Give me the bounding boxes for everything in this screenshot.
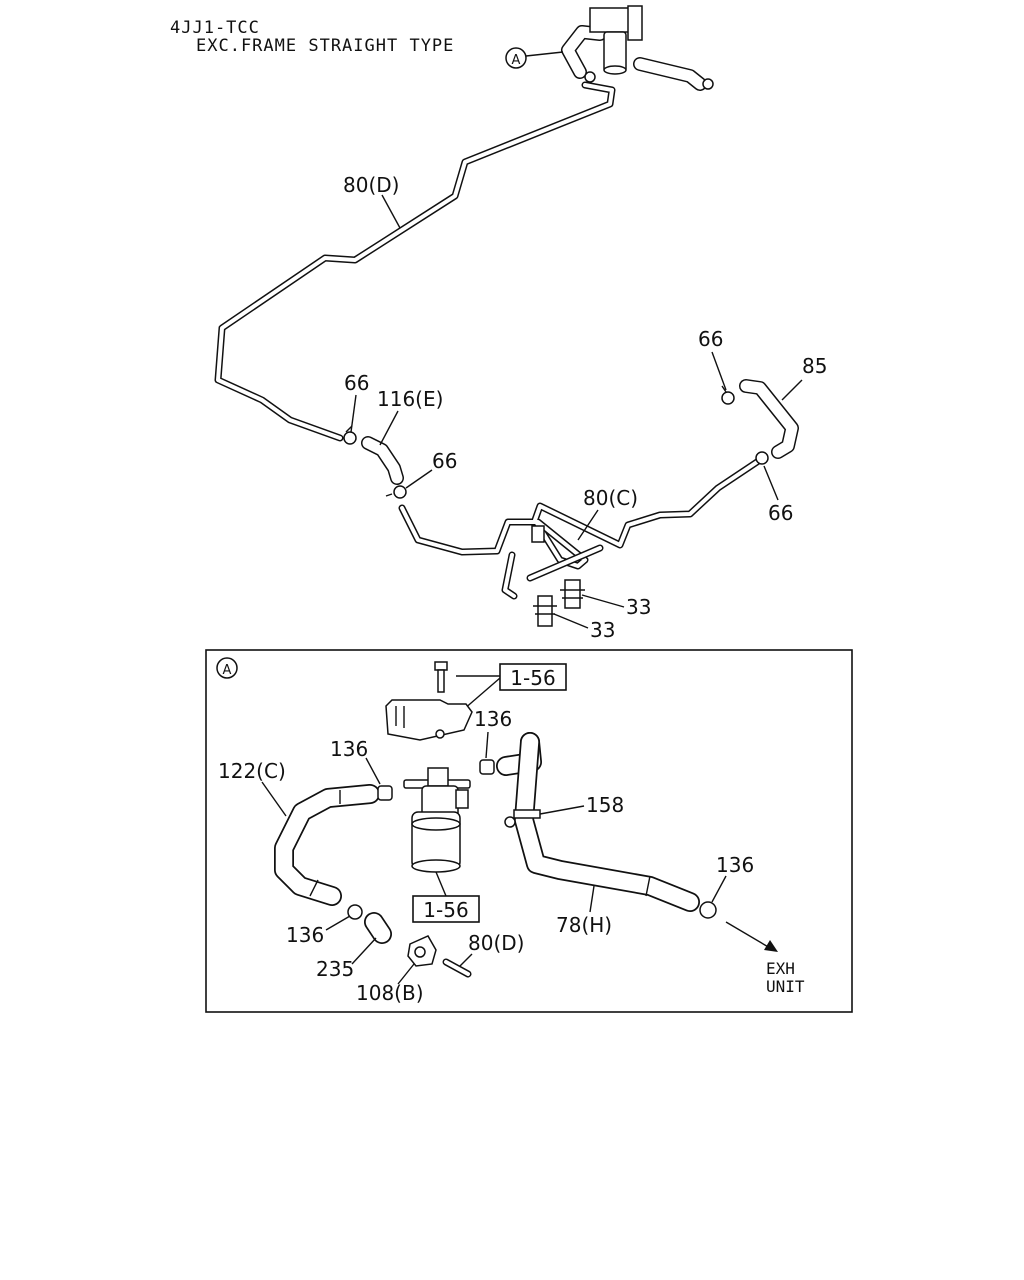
clamp-66-left — [343, 425, 357, 445]
label-136-c: 136 — [286, 923, 324, 947]
pipe-joint — [531, 525, 545, 543]
solenoid-valve — [403, 767, 471, 873]
label-exh: EXH — [766, 959, 795, 978]
label-80c: 80(C) — [583, 486, 638, 510]
hose-116e — [361, 436, 404, 485]
clamp-136-a — [377, 785, 393, 801]
reference-box-bottom: 1-56 — [412, 871, 480, 923]
reference-marker-a — [505, 47, 527, 69]
label-136-d: 136 — [716, 853, 754, 877]
clamp-66-top-right — [721, 385, 735, 405]
clamp-136-d — [699, 901, 717, 919]
valve-assembly-top: A — [505, 5, 714, 91]
bracket-33-upper — [560, 579, 585, 609]
pipe-80c — [398, 456, 764, 600]
detail-inset-frame — [205, 649, 853, 1013]
hose-78h — [496, 732, 700, 912]
exhaust-flow-arrow — [725, 921, 778, 952]
label-66-right: 66 — [768, 501, 793, 525]
label-235: 235 — [316, 957, 354, 981]
label-108b: 108(B) — [356, 981, 424, 1005]
clip-108b — [407, 935, 437, 967]
label-unit: UNIT — [766, 977, 805, 996]
label-136-a: 136 — [330, 737, 368, 761]
upper-labels: 80(D) 66 116(E) 66 80(C) 66 85 66 33 33 — [343, 173, 827, 642]
svg-text:A: A — [223, 663, 232, 678]
svg-text:A: A — [512, 53, 521, 68]
svg-text:1-56: 1-56 — [510, 666, 555, 690]
bracket-33-lower — [533, 595, 557, 627]
label-66-left: 66 — [344, 371, 369, 395]
hose-85 — [739, 379, 799, 459]
clamp-66-mid — [385, 485, 407, 499]
label-122c: 122(C) — [218, 759, 286, 783]
label-66-top-right: 66 — [698, 327, 723, 351]
pipe-end-80d — [442, 958, 472, 978]
variant-note: EXC.FRAME STRAIGHT TYPE — [196, 36, 455, 56]
mounting-bracket — [385, 699, 473, 741]
label-85: 85 — [802, 354, 827, 378]
inset-labels: 136 136 122(C) 158 136 136 235 108(B) 80… — [218, 707, 805, 1005]
hose-122c — [274, 784, 380, 906]
svg-text:1-56: 1-56 — [423, 898, 468, 922]
label-158: 158 — [586, 793, 624, 817]
label-66-mid: 66 — [432, 449, 457, 473]
clamp-66-right — [755, 451, 769, 465]
mounting-bolt — [434, 661, 448, 693]
clamp-136-c — [347, 904, 363, 920]
label-116e: 116(E) — [377, 387, 443, 411]
label-136-b: 136 — [474, 707, 512, 731]
inset-marker-a — [216, 657, 238, 679]
label-33-lower: 33 — [590, 618, 615, 642]
label-80d-top: 80(D) — [343, 173, 399, 197]
label-80d-inset: 80(D) — [468, 931, 524, 955]
label-33-upper: 33 — [626, 595, 651, 619]
pipe-80d — [214, 81, 616, 442]
clamp-136-b — [479, 759, 495, 775]
label-78h: 78(H) — [556, 913, 612, 937]
engine-code: 4JJ1-TCC — [170, 18, 260, 38]
connector-235 — [364, 912, 392, 944]
